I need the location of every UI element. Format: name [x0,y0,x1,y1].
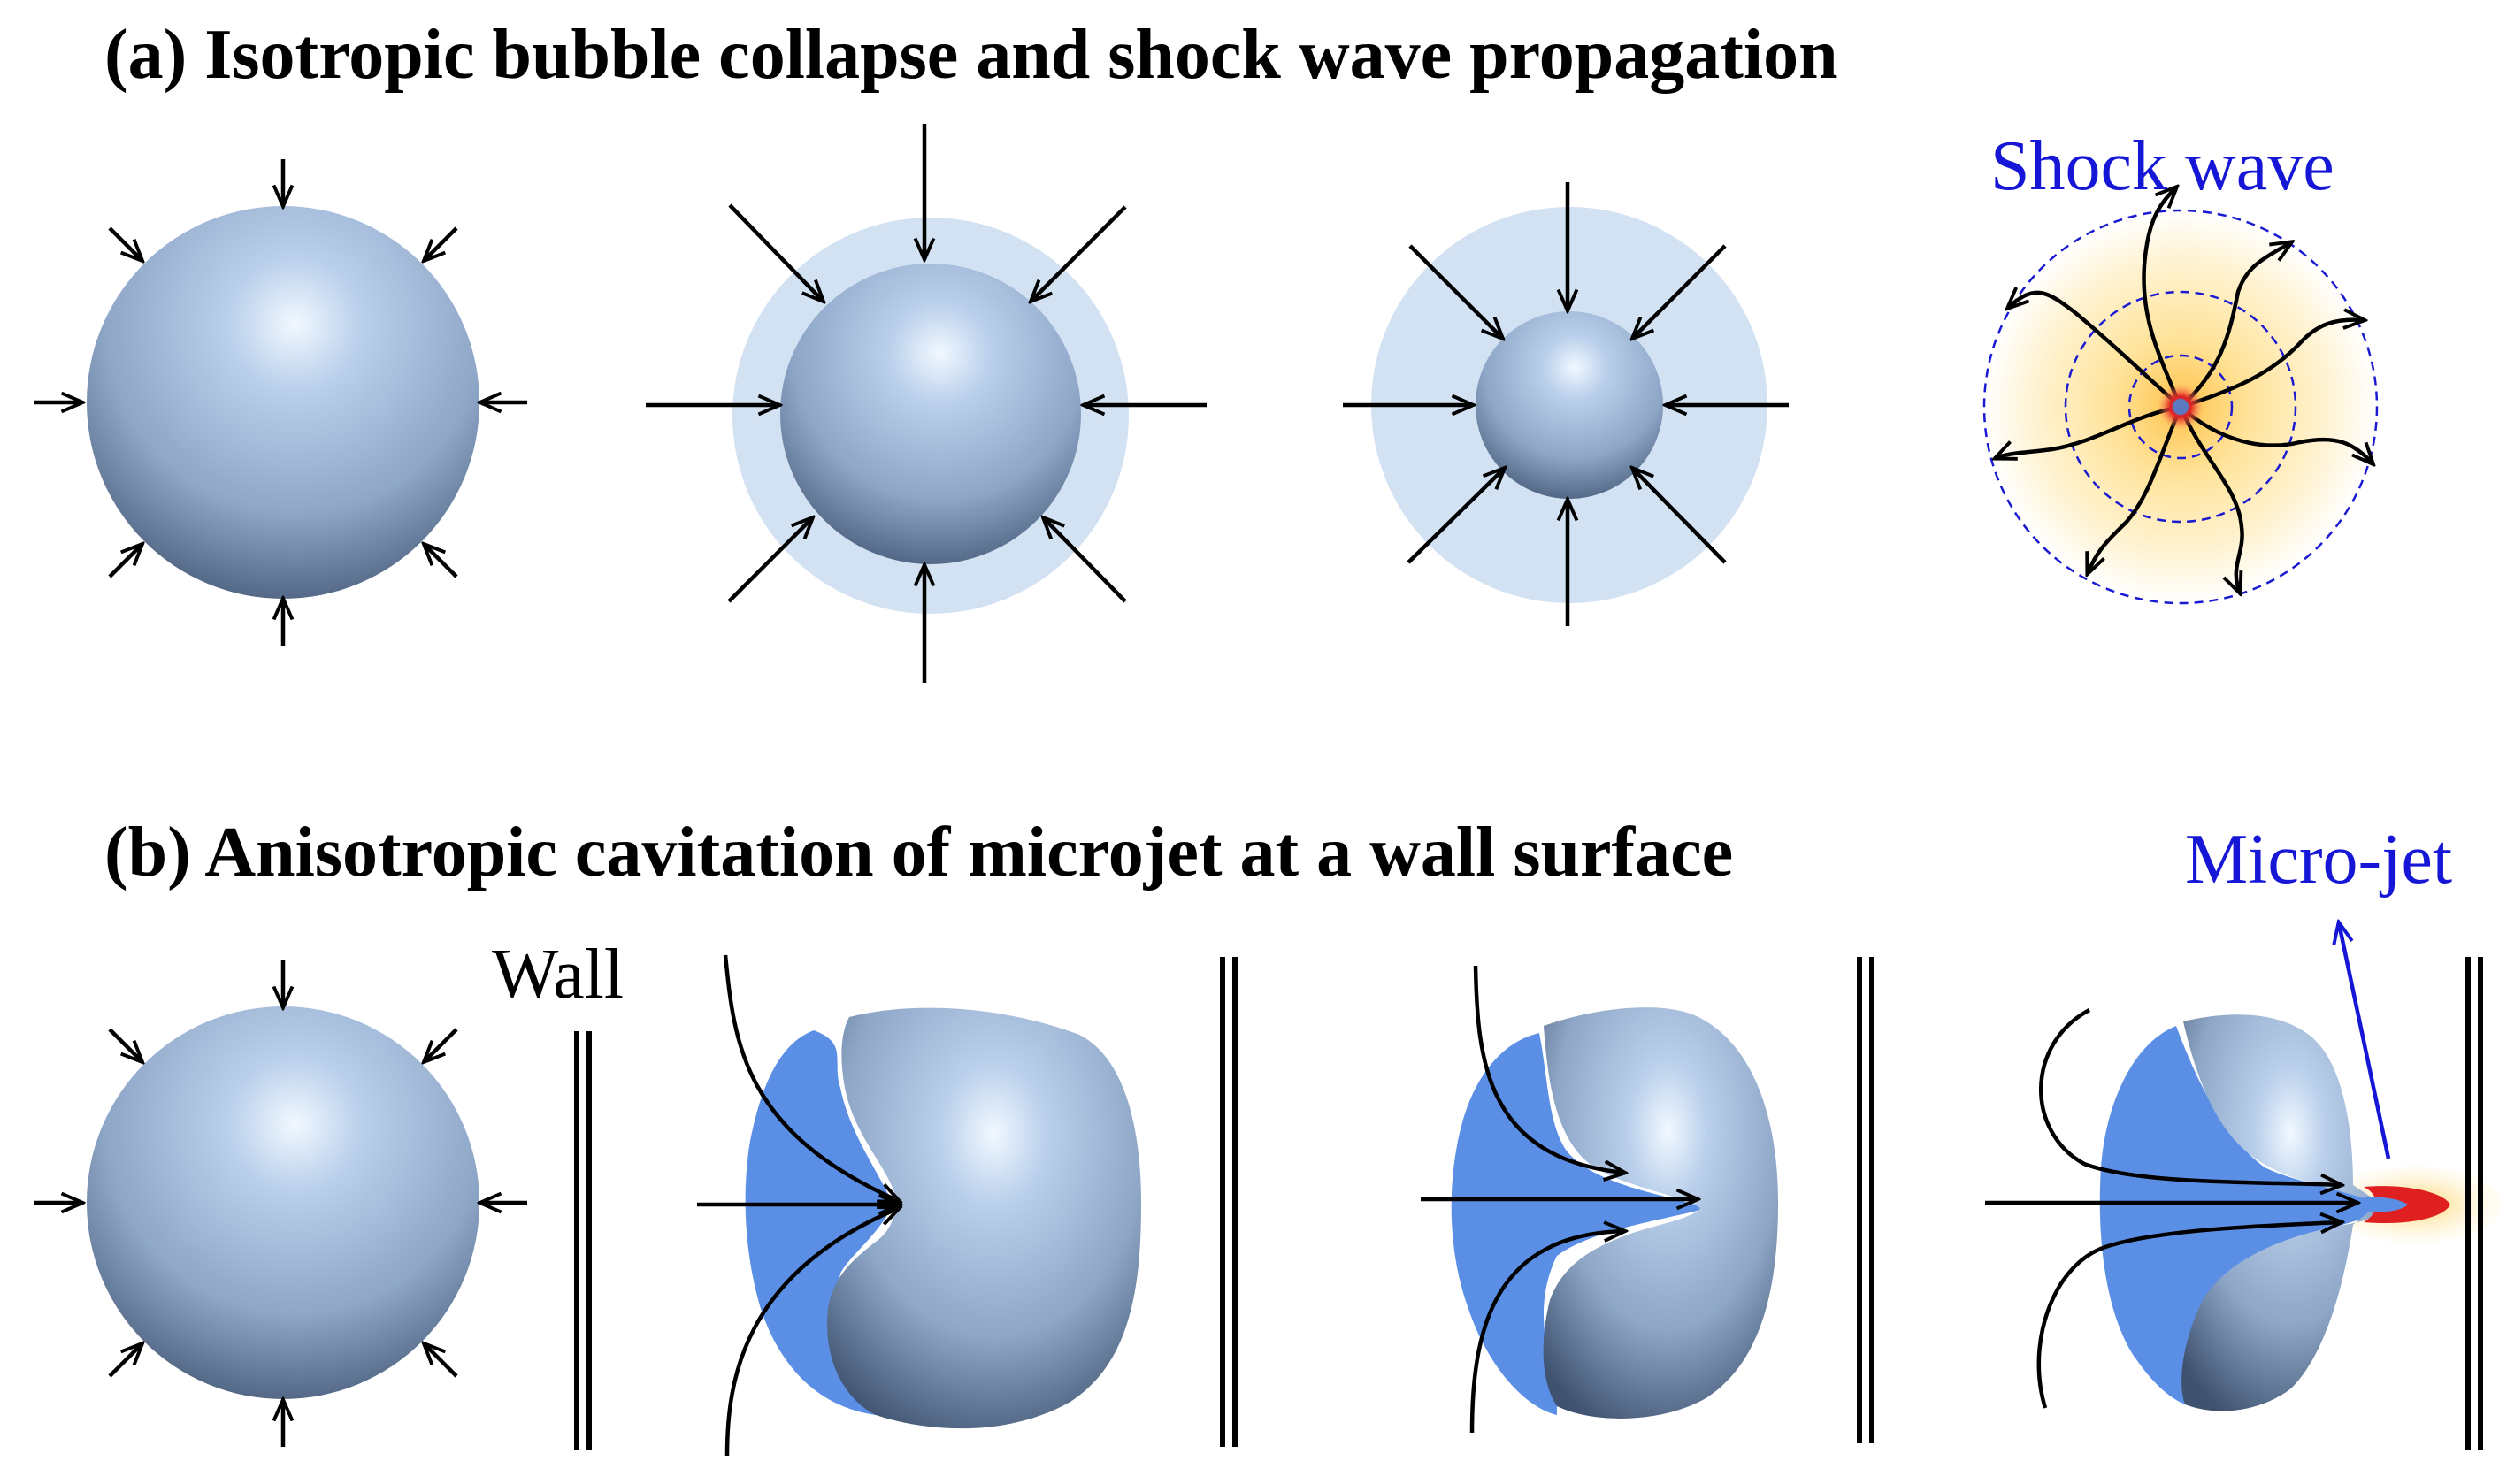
shock-propagation-arrows [1996,187,2373,593]
panel-b-title: (b) Anisotropic cavitation of microjet a… [104,814,1733,891]
panel-b-stage-4-micro-jet: Micro-jet [1985,821,2503,1450]
compression-arrows [1343,182,1789,626]
shock-front-outer [1982,209,2379,605]
compression-arrows [34,159,527,646]
panel-a-title: (a) Isotropic bubble collapse and shock … [104,16,1838,94]
panel-b-stage-3 [1421,957,1874,1443]
shock-wave-label: Shock wave [1990,127,2334,205]
panel-a-stage-2 [646,124,1207,683]
jet-cavity [745,1030,893,1415]
micro-jet-pointer [2339,923,2391,1159]
compression-arrows [34,960,527,1447]
wall [1857,957,1874,1443]
panel-a-stage-4-shock-wave: Shock wave [1982,127,2379,605]
bubble [826,1007,1141,1429]
bubble [1476,311,1663,499]
flow-arrows [1421,965,1697,1434]
wall [574,1031,592,1450]
jet-cavity [1451,1033,1707,1415]
compression-arrows [646,124,1207,683]
jet-cavity [2099,1026,2388,1404]
flow-arrows [1985,1008,2357,1409]
wall-label: Wall [492,936,624,1014]
wall [2465,957,2483,1450]
shock-front-inner [2128,354,2234,460]
wall [1220,957,1238,1447]
flow-arrows [697,954,899,1457]
bubble [87,1006,479,1399]
bubble [1543,1007,1778,1419]
bubble [2181,1014,2387,1411]
panel-b-stage-2 [697,954,1238,1457]
bubble [87,206,479,599]
panel-b-stage-1: Wall [34,936,624,1450]
micro-jet-tip [2364,1197,2408,1212]
micro-jet-label: Micro-jet [2185,821,2452,899]
collapsed-bubble [2173,399,2189,415]
panel-a-stage-1 [34,159,527,646]
bubble [780,264,1081,564]
panel-a-stage-3 [1343,182,1789,626]
shock-front-middle [2064,290,2297,524]
